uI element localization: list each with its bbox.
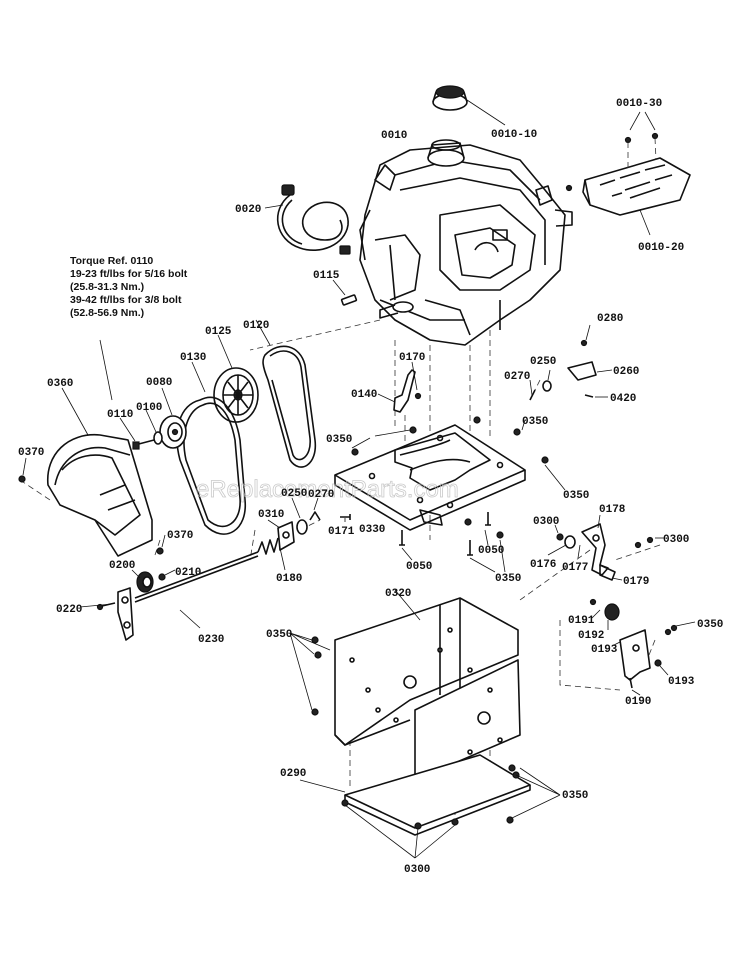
belt-cover: [18, 387, 166, 557]
label-0230: 0230: [198, 634, 224, 646]
label-0010-20: 0010-20: [638, 242, 684, 254]
auger-pulley: [159, 387, 187, 449]
torque-note-line3: (25.8-31.3 Nm.): [70, 281, 144, 293]
key: [332, 279, 358, 306]
label-0370a: 0370: [18, 447, 44, 459]
label-0020: 0020: [235, 204, 261, 216]
label-0080: 0080: [146, 377, 172, 389]
engine-mount-plate: [334, 424, 526, 531]
label-0280: 0280: [597, 313, 623, 325]
label-0171: 0171: [328, 526, 355, 538]
label-0270a: 0270: [308, 489, 334, 501]
label-0370b: 0370: [167, 530, 193, 542]
label-0310: 0310: [258, 509, 284, 521]
label-0250b: 0250: [530, 356, 556, 368]
torque-note-line5: (52.8-56.9 Nm.): [70, 307, 144, 319]
label-0140: 0140: [351, 389, 377, 401]
label-0350a: 0350: [326, 434, 352, 446]
torque-note: Torque Ref. 0110 19-23 ft/lbs for 5/16 b…: [70, 255, 188, 319]
auger-belt: [255, 319, 316, 468]
label-0177: 0177: [562, 562, 588, 574]
label-0350d: 0350: [495, 573, 521, 585]
label-0110: 0110: [107, 409, 133, 421]
label-0350e: 0350: [266, 629, 292, 641]
label-0180: 0180: [276, 573, 302, 585]
label-0191: 0191: [568, 615, 595, 627]
label-0050b: 0050: [478, 545, 504, 557]
label-0300c: 0300: [404, 864, 430, 876]
lever-assembly: [547, 514, 665, 581]
torque-note-line4: 39-42 ft/lbs for 3/8 bolt: [70, 294, 182, 306]
frame-panels: [289, 589, 521, 781]
label-0350g: 0350: [562, 790, 588, 802]
label-0290: 0290: [280, 768, 306, 780]
label-0125: 0125: [205, 326, 232, 338]
fuel-cap: [432, 85, 506, 126]
label-0115: 0115: [313, 270, 340, 282]
label-0350c: 0350: [563, 490, 589, 502]
engine-assembly: [359, 139, 573, 346]
label-0193b: 0193: [668, 676, 695, 688]
label-0200: 0200: [109, 560, 135, 572]
label-0350f: 0350: [697, 619, 723, 631]
part-labels: 0010 0010-10 0010-30 0010-20 0020 0115 0…: [18, 98, 723, 876]
engine-pulley: [213, 334, 259, 423]
bolt-and-washer: [99, 339, 163, 450]
torque-note-line2: 19-23 ft/lbs for 5/16 bolt: [70, 268, 188, 280]
idler-arm-assembly: [79, 551, 259, 641]
label-0010: 0010: [381, 130, 407, 142]
label-0360: 0360: [47, 378, 73, 390]
watermark: eReplacementParts.com: [196, 476, 459, 503]
crank-bracket: [589, 598, 696, 696]
label-0130: 0130: [180, 352, 206, 364]
label-0300b: 0300: [663, 534, 689, 546]
linkage-bracket: [529, 324, 613, 401]
label-0100: 0100: [136, 402, 162, 414]
label-0300a: 0300: [533, 516, 559, 528]
label-0250a: 0250: [281, 488, 307, 500]
label-0190: 0190: [625, 696, 651, 708]
label-0179: 0179: [623, 576, 649, 588]
label-0170: 0170: [399, 352, 425, 364]
label-0210: 0210: [175, 567, 201, 579]
idler-spring: [257, 497, 321, 571]
base-fasteners: [340, 416, 566, 573]
throttle-bracket: [377, 361, 422, 413]
label-0270b: 0270: [504, 371, 530, 383]
label-0330: 0330: [359, 524, 385, 536]
label-0176: 0176: [530, 559, 556, 571]
label-0260: 0260: [613, 366, 639, 378]
heat-shield: [565, 111, 691, 236]
label-0178: 0178: [599, 504, 626, 516]
label-0350b: 0350: [522, 416, 548, 428]
torque-note-line1: Torque Ref. 0110: [70, 255, 153, 267]
label-0050a: 0050: [406, 561, 432, 573]
label-0193a: 0193: [591, 644, 618, 656]
label-0010-10: 0010-10: [491, 129, 537, 141]
label-0010-30: 0010-30: [616, 98, 662, 110]
label-0220: 0220: [56, 604, 82, 616]
bottom-plate: [299, 754, 561, 859]
starter-cord: [264, 184, 351, 255]
label-0192: 0192: [578, 630, 604, 642]
label-0420: 0420: [610, 393, 636, 405]
label-0320: 0320: [385, 588, 411, 600]
label-0120: 0120: [243, 320, 269, 332]
